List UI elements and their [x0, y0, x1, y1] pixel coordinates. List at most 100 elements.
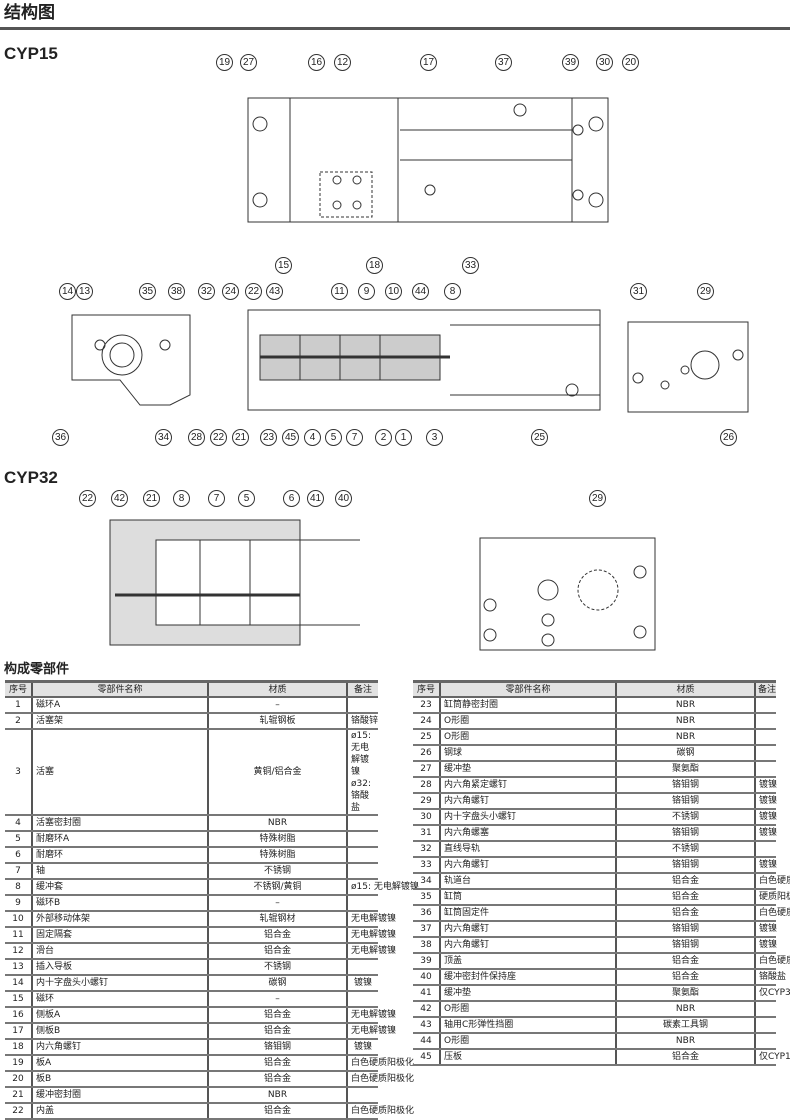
part-name: 缓冲密封圈 — [31, 1087, 208, 1104]
part-note: 白色硬质阳极化 — [754, 905, 790, 922]
part-number: 9 — [5, 895, 32, 912]
callout-cyp15-side: 9 — [358, 283, 375, 300]
part-note: ø15: 无电解镀镍 ø32: 铬酸盐 — [346, 729, 378, 816]
parts-section-title: 构成零部件 — [4, 662, 70, 677]
part-material: 铝合金 — [615, 969, 755, 986]
part-note — [754, 1001, 776, 1018]
part-number: 5 — [5, 831, 32, 848]
part-name: 缓冲密封件保持座 — [439, 969, 616, 986]
part-note: 仅CYP15 — [754, 1049, 790, 1066]
part-number: 21 — [5, 1087, 32, 1104]
part-material: NBR — [615, 1033, 755, 1050]
part-note: 无电解镀镍 — [346, 1023, 396, 1040]
part-note — [754, 697, 776, 714]
structure-drawings — [71, 97, 749, 651]
part-name: 活塞密封圈 — [31, 815, 208, 832]
part-name: 轨道台 — [439, 873, 616, 890]
part-note — [346, 895, 378, 912]
part-number: 40 — [413, 969, 440, 986]
part-note — [346, 1087, 378, 1104]
part-number: 32 — [413, 841, 440, 858]
part-material: – — [207, 895, 347, 912]
part-number: 28 — [413, 777, 440, 794]
part-name: 缸筒静密封圈 — [439, 697, 616, 714]
part-note — [754, 729, 776, 746]
part-note — [754, 1017, 776, 1034]
part-number: 26 — [413, 745, 440, 762]
callout-cyp15-side: 3 — [426, 429, 443, 446]
part-material: 铝合金 — [615, 873, 755, 890]
part-note — [754, 841, 776, 858]
part-number: 44 — [413, 1033, 440, 1050]
part-name: O形圈 — [439, 713, 616, 730]
part-name: 磁环A — [31, 697, 208, 714]
part-number: 18 — [5, 1039, 32, 1056]
part-number: 20 — [5, 1071, 32, 1088]
callout-cyp15-top: 37 — [495, 54, 512, 71]
callout-cyp32: 29 — [589, 490, 606, 507]
callout-cyp15-top: 30 — [596, 54, 613, 71]
part-material: 聚氨酯 — [615, 761, 755, 778]
callout-cyp32: 21 — [143, 490, 160, 507]
part-name: 内六角螺钉 — [439, 921, 616, 938]
callout-cyp32: 6 — [283, 490, 300, 507]
callout-cyp15-top: 33 — [462, 257, 479, 274]
part-number: 7 — [5, 863, 32, 880]
part-note: 镀镍 — [754, 857, 777, 874]
callout-cyp15-side: 22 — [210, 429, 227, 446]
part-name: 压板 — [439, 1049, 616, 1066]
callout-cyp15-side: 32 — [198, 283, 215, 300]
part-material: NBR — [615, 1001, 755, 1018]
part-material: 铝合金 — [615, 889, 755, 906]
part-name: 活塞架 — [31, 713, 208, 730]
callout-cyp15-top: 20 — [622, 54, 639, 71]
part-number: 10 — [5, 911, 32, 928]
cyp32-top-view — [479, 537, 656, 651]
part-name: 侧板A — [31, 1007, 208, 1024]
part-number: 31 — [413, 825, 440, 842]
part-number: 22 — [5, 1103, 32, 1120]
callout-cyp15-side: 5 — [325, 429, 342, 446]
part-note: 镀镍 — [754, 921, 777, 938]
part-name: O形圈 — [439, 1001, 616, 1018]
part-number: 29 — [413, 793, 440, 810]
callout-cyp15-side: 38 — [168, 283, 185, 300]
part-name: 钢球 — [439, 745, 616, 762]
part-number: 19 — [5, 1055, 32, 1072]
part-material: 铬钼钢 — [207, 1039, 347, 1056]
part-material: 铝合金 — [207, 1023, 347, 1040]
part-material: 轧辊钢材 — [207, 911, 347, 928]
part-number: 42 — [413, 1001, 440, 1018]
part-number: 6 — [5, 847, 32, 864]
part-name: 缓冲垫 — [439, 761, 616, 778]
callout-cyp15-top: 27 — [240, 54, 257, 71]
part-material: 铝合金 — [207, 1007, 347, 1024]
part-name: 内盖 — [31, 1103, 208, 1120]
callout-cyp15-side: 1 — [395, 429, 412, 446]
part-material: 铬钼钢 — [615, 825, 755, 842]
callout-cyp15-side: 10 — [385, 283, 402, 300]
part-material: 铝合金 — [207, 1055, 347, 1072]
part-number: 39 — [413, 953, 440, 970]
part-name: 耐磨环A — [31, 831, 208, 848]
part-number: 37 — [413, 921, 440, 938]
model-label-cyp32: CYP32 — [4, 468, 58, 487]
part-name: 缸筒固定件 — [439, 905, 616, 922]
part-note: 白色硬质阳极化 — [346, 1055, 414, 1072]
callout-cyp15-side: 11 — [331, 283, 348, 300]
part-note: 镀镍 — [754, 793, 777, 810]
callout-cyp32: 40 — [335, 490, 352, 507]
part-material: 铝合金 — [207, 1071, 347, 1088]
part-material: – — [207, 991, 347, 1008]
part-note: 白色硬质阳极化 — [346, 1103, 414, 1120]
part-note — [346, 697, 378, 714]
part-material: 铝合金 — [615, 1049, 755, 1066]
